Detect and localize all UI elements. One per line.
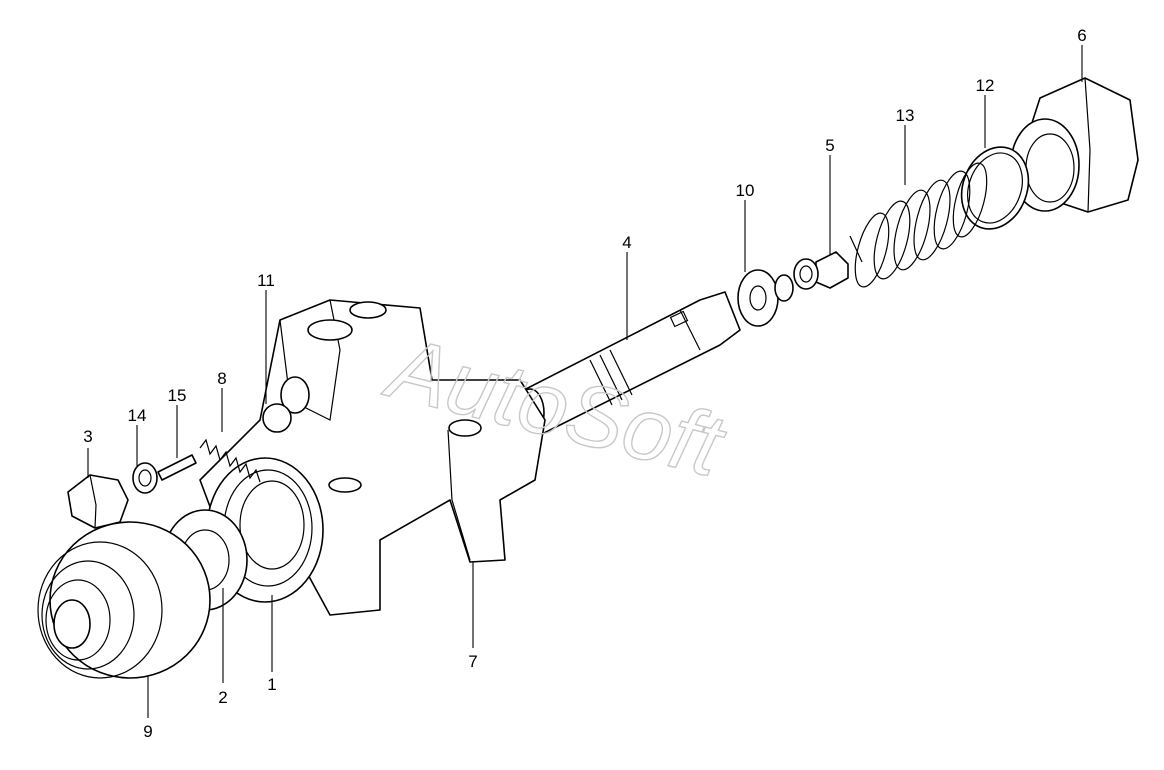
part-3-hex-bolt [67,474,129,529]
callout-6: 6 [1077,26,1086,45]
leader-lines [87,45,1083,718]
callout-1: 1 [267,675,276,694]
part-11-ball [262,403,292,433]
callout-2: 2 [218,688,227,707]
callout-8: 8 [217,369,226,388]
part-10-washer [737,269,794,327]
callouts: 1 2 3 4 5 6 7 8 9 10 11 12 13 14 15 [83,26,1086,741]
callout-9: 9 [143,722,152,741]
part-12-ring [960,146,1030,230]
callout-4: 4 [622,233,631,252]
part-15-pin [157,454,197,481]
callout-11: 11 [257,271,275,290]
part-8-small-spring [199,438,261,483]
part-13-coil-spring [849,162,988,288]
part-6-hex-nut [1010,77,1139,213]
callout-12: 12 [976,76,995,95]
callout-5: 5 [825,136,834,155]
part-14-small-washer [132,462,158,494]
callout-13: 13 [896,106,915,125]
part-9-end-cap [37,521,211,679]
callout-14: 14 [128,406,147,425]
part-5-spring-seat [793,251,849,290]
callout-3: 3 [83,427,92,446]
callout-7: 7 [468,652,477,671]
callout-10: 10 [736,181,755,200]
callout-15: 15 [168,386,187,405]
